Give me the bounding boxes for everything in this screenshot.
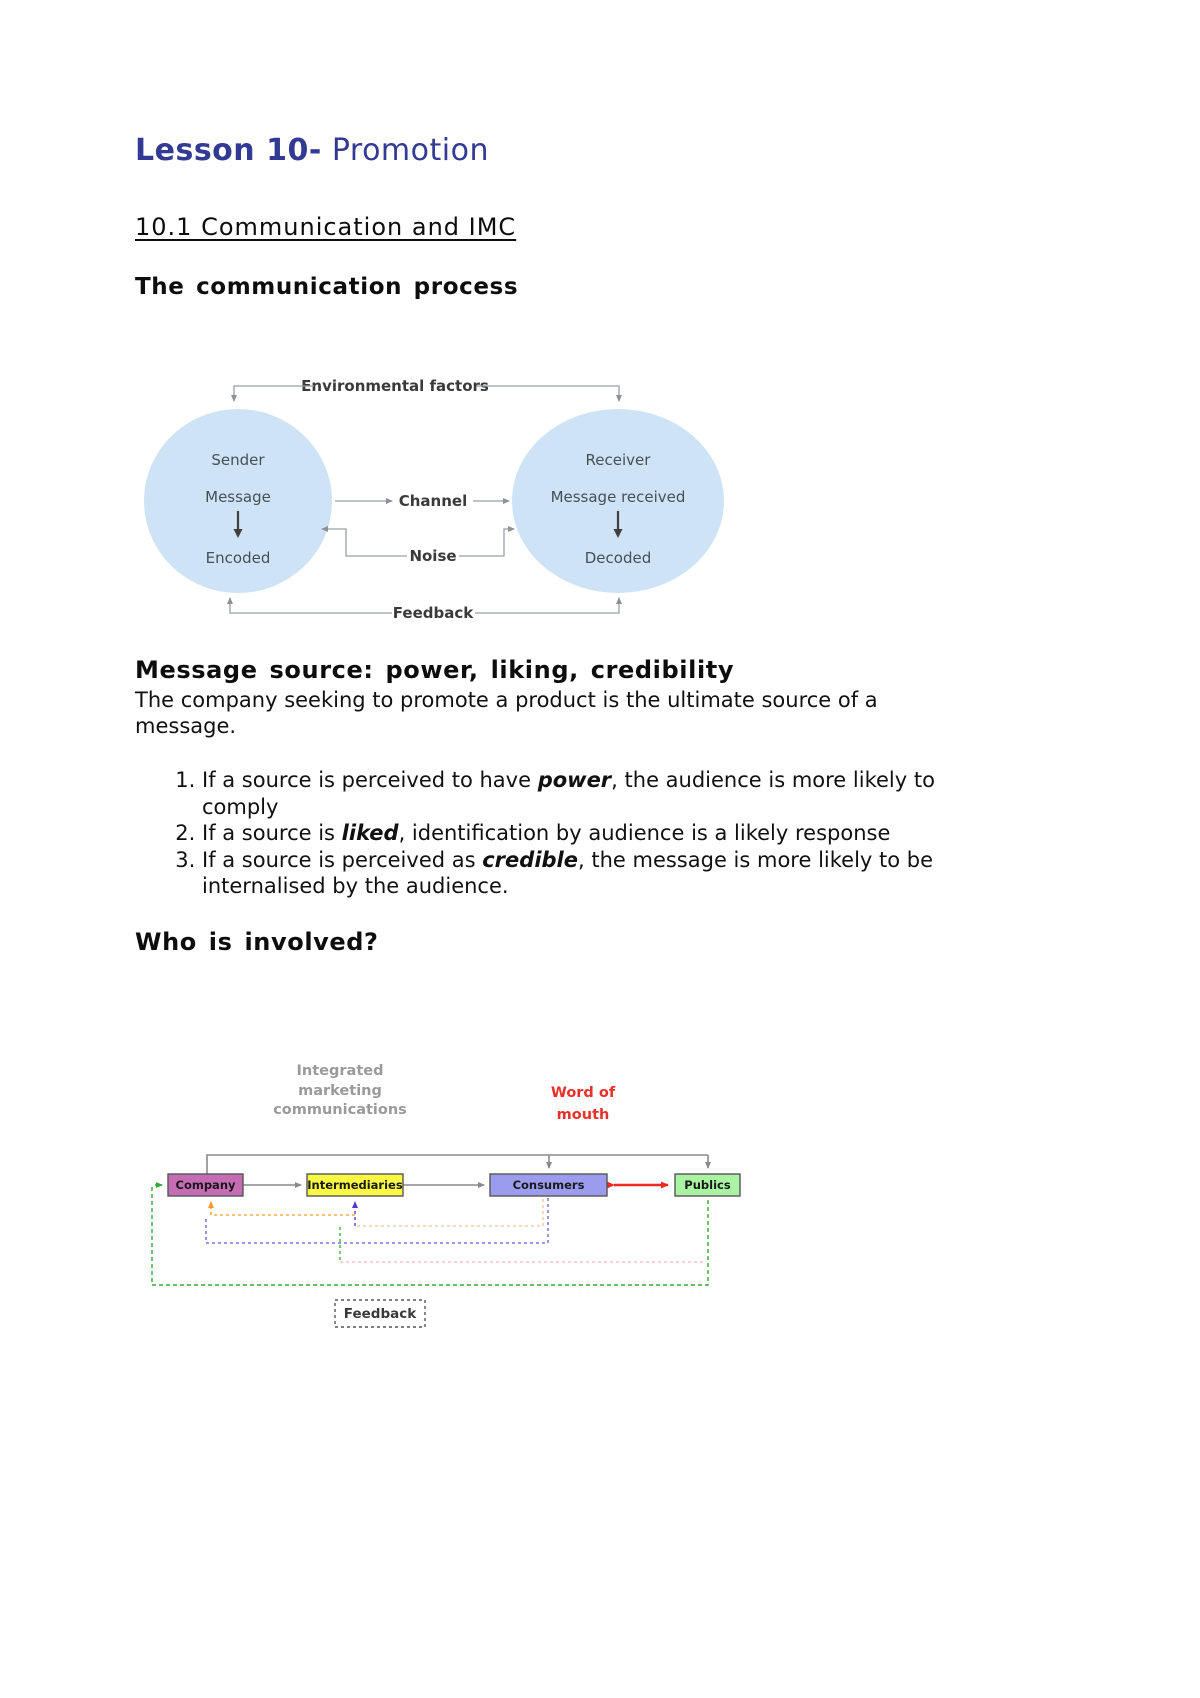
noise-line-right xyxy=(459,526,515,557)
list-item: If a source is perceived as credible, th… xyxy=(202,847,992,900)
point-text: If a source is perceived as xyxy=(202,847,483,872)
list-item: If a source is liked, identification by … xyxy=(202,820,992,847)
feedback-legend-rect xyxy=(334,1298,426,1328)
noise-line-left xyxy=(321,526,407,557)
page-content: Lesson 10- Promotion 10.1 Communication … xyxy=(0,0,1200,1366)
point-text: , the audience is more likely to comply xyxy=(202,768,935,819)
imc-label-line2: marketing xyxy=(298,1083,382,1099)
sender-label: Sender xyxy=(211,451,265,469)
point-keyword: credible xyxy=(482,847,578,872)
title-topic: Promotion xyxy=(321,133,489,168)
channel-label: Channel xyxy=(399,492,467,510)
noise-label: Noise xyxy=(409,547,456,565)
consumers-box-rect xyxy=(489,1172,608,1197)
sender-message-label: Message xyxy=(205,488,271,506)
consumers-feedback-to-intermediaries xyxy=(357,1198,544,1227)
receiver-message-label: Message received xyxy=(551,488,686,506)
imc-annotation: Integrated marketing communications xyxy=(273,1063,407,1118)
company-box: Company xyxy=(167,1172,244,1197)
receiver-decoded-label: Decoded xyxy=(585,549,651,567)
feedback-line-left xyxy=(227,597,392,614)
section-heading: 10.1 Communication and IMC xyxy=(135,213,517,241)
communication-process-heading: The communication process xyxy=(135,274,519,300)
sender-encoded-label: Encoded xyxy=(206,549,271,567)
feedback-legend: Feedback xyxy=(334,1298,426,1328)
word-of-mouth-line1: Word of xyxy=(551,1085,616,1101)
message-source-heading: Message source: power, liking, credibili… xyxy=(135,656,735,684)
company-direct-route-line xyxy=(206,1153,708,1174)
receiver-ellipse xyxy=(512,409,724,593)
page-title: Lesson 10- Promotion xyxy=(135,133,1065,169)
intermediaries-box-label: Intermediaries xyxy=(307,1178,403,1192)
point-keyword: liked xyxy=(341,821,399,845)
imc-label-line3: communications xyxy=(273,1102,407,1118)
imc-label-line1: Integrated xyxy=(297,1063,384,1079)
title-lesson-number: Lesson 10- xyxy=(135,133,322,168)
point-text: , the message is more likely to be inter… xyxy=(202,847,934,899)
publics-box-label: Publics xyxy=(684,1178,731,1192)
who-is-involved-diagram: Integrated marketing communications Word… xyxy=(151,1063,741,1328)
publics-feedback-loop xyxy=(151,1186,709,1286)
consumers-feedback-to-company xyxy=(205,1197,549,1244)
intermediaries-box-rect xyxy=(306,1172,404,1197)
list-item: If a source is perceived to have power, … xyxy=(202,767,992,820)
feedback-line-right xyxy=(475,597,622,614)
company-box-label: Company xyxy=(176,1178,237,1192)
point-text: If a source is perceived to have xyxy=(202,768,538,792)
point-keyword: power xyxy=(537,768,612,792)
word-of-mouth-line2: mouth xyxy=(557,1107,610,1123)
message-source-intro: The company seeking to promote a product… xyxy=(135,688,878,738)
feedback-label: Feedback xyxy=(393,604,474,622)
environmental-factors-label: Environmental factors xyxy=(301,377,489,395)
word-of-mouth-annotation: Word of mouth xyxy=(551,1085,616,1123)
publics-box: Publics xyxy=(674,1172,741,1197)
consumers-box: Consumers xyxy=(489,1172,608,1197)
intermediaries-box: Intermediaries xyxy=(306,1172,404,1197)
env-factors-line-left xyxy=(231,385,314,402)
consumers-box-label: Consumers xyxy=(513,1178,585,1192)
receiver-label: Receiver xyxy=(586,451,652,469)
point-text: If a source is xyxy=(202,821,342,845)
message-source-list: If a source is perceived to have power, … xyxy=(135,767,992,900)
sender-ellipse xyxy=(144,409,332,593)
feedback-legend-label: Feedback xyxy=(344,1306,417,1322)
intermediaries-feedback-to-company xyxy=(208,1200,355,1216)
who-is-involved-heading: Who is involved? xyxy=(135,927,379,956)
communication-process-diagram: Environmental factors Sender Message Enc… xyxy=(144,377,724,622)
point-text: , identification by audience is a likely… xyxy=(398,821,891,845)
env-factors-line-right xyxy=(476,385,622,402)
publics-box-rect xyxy=(674,1172,741,1197)
company-box-rect xyxy=(167,1172,244,1197)
